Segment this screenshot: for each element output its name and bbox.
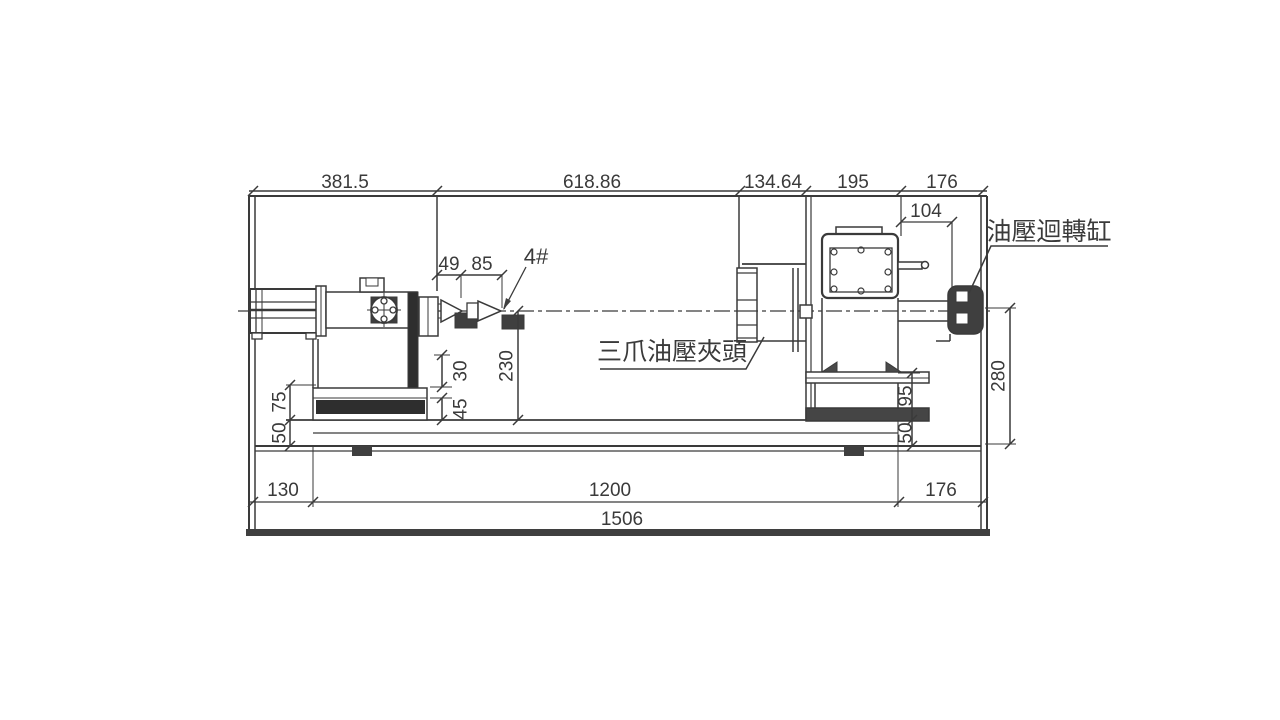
leader-arrowhead	[503, 298, 511, 310]
dim-tailstock-heights: 30 45	[430, 349, 472, 426]
machine-foot	[844, 446, 864, 456]
dim-280: 280	[989, 360, 1010, 392]
dim-quill-chain: 49 85	[431, 254, 508, 308]
dim-50-left: 50	[270, 422, 291, 443]
flange-bolt-hole	[380, 315, 388, 323]
motor-flange	[367, 293, 401, 327]
dim-top-4: 195	[837, 172, 869, 193]
dim-top-5: 176	[926, 172, 958, 193]
dim-bottom-3: 176	[925, 480, 957, 501]
rotary-cylinder-label: 油壓迴轉缸	[986, 218, 1111, 246]
dead-center-cone	[440, 298, 464, 324]
dim-95: 95	[896, 385, 917, 406]
bottom-dimension-chain: 130 1200 176	[247, 421, 989, 508]
dim-230: 230	[497, 350, 518, 382]
taper-callout: 4#	[503, 244, 549, 310]
rotary-cylinder-callout: 油壓迴轉缸	[968, 218, 1112, 294]
dim-top-3: 134.64	[744, 172, 803, 193]
rotary-cylinder	[936, 285, 984, 342]
cover-screw	[830, 285, 838, 293]
machine-outline	[246, 195, 990, 536]
base-bottom-edge	[246, 529, 990, 536]
chuck-label: 三爪油壓夾頭	[597, 338, 747, 366]
handle	[897, 261, 923, 270]
top-dimension-chain: 381.5 618.86 134.64 195 176	[247, 172, 989, 197]
dim-spindle-height: 280	[985, 302, 1016, 450]
chuck-callout: 三爪油壓夾頭	[597, 336, 765, 370]
handle-knob	[920, 260, 930, 270]
tailstock-cylinder	[249, 285, 327, 340]
tailstock-carriage	[312, 339, 428, 421]
dim-50-right: 50	[896, 422, 917, 443]
headstock	[820, 226, 948, 372]
dim-left-heights: 75 50	[270, 379, 316, 452]
overall-dimension: 1506	[601, 509, 643, 530]
dim-bottom-2: 1200	[589, 480, 631, 501]
cover-screw	[884, 268, 892, 276]
dim-bottom-1: 130	[267, 480, 299, 501]
dim-top-2: 618.86	[563, 172, 621, 193]
dim-top-1: 381.5	[321, 172, 369, 193]
cover-screw	[884, 285, 892, 293]
dim-104: 104	[910, 201, 942, 222]
taper-label: 4#	[524, 244, 549, 269]
flange-bolt-hole	[371, 306, 379, 314]
dim-75: 75	[270, 391, 291, 412]
dim-overall: 1506	[601, 509, 643, 530]
machine-foot	[352, 446, 372, 456]
cover-screw	[857, 287, 865, 295]
gusset	[885, 361, 903, 373]
dim-30: 30	[451, 360, 472, 381]
dead-center-cone	[477, 299, 503, 323]
dim-center-height: 230	[497, 305, 524, 426]
flange-bolt-hole	[389, 306, 397, 314]
chuck-assembly	[736, 263, 813, 352]
headstock-base	[805, 361, 930, 422]
dim-headstock-width: 104	[895, 201, 958, 228]
gusset	[820, 361, 838, 373]
dim-45: 45	[451, 398, 472, 419]
cover-screw	[857, 246, 865, 254]
cover-screw	[830, 248, 838, 256]
cover-screw	[830, 268, 838, 276]
dim-right-heights: 95 50	[896, 367, 920, 452]
flange-bolt-hole	[380, 297, 388, 305]
dim-85: 85	[471, 254, 492, 275]
cover-screw	[884, 248, 892, 256]
dim-49: 49	[438, 254, 459, 275]
